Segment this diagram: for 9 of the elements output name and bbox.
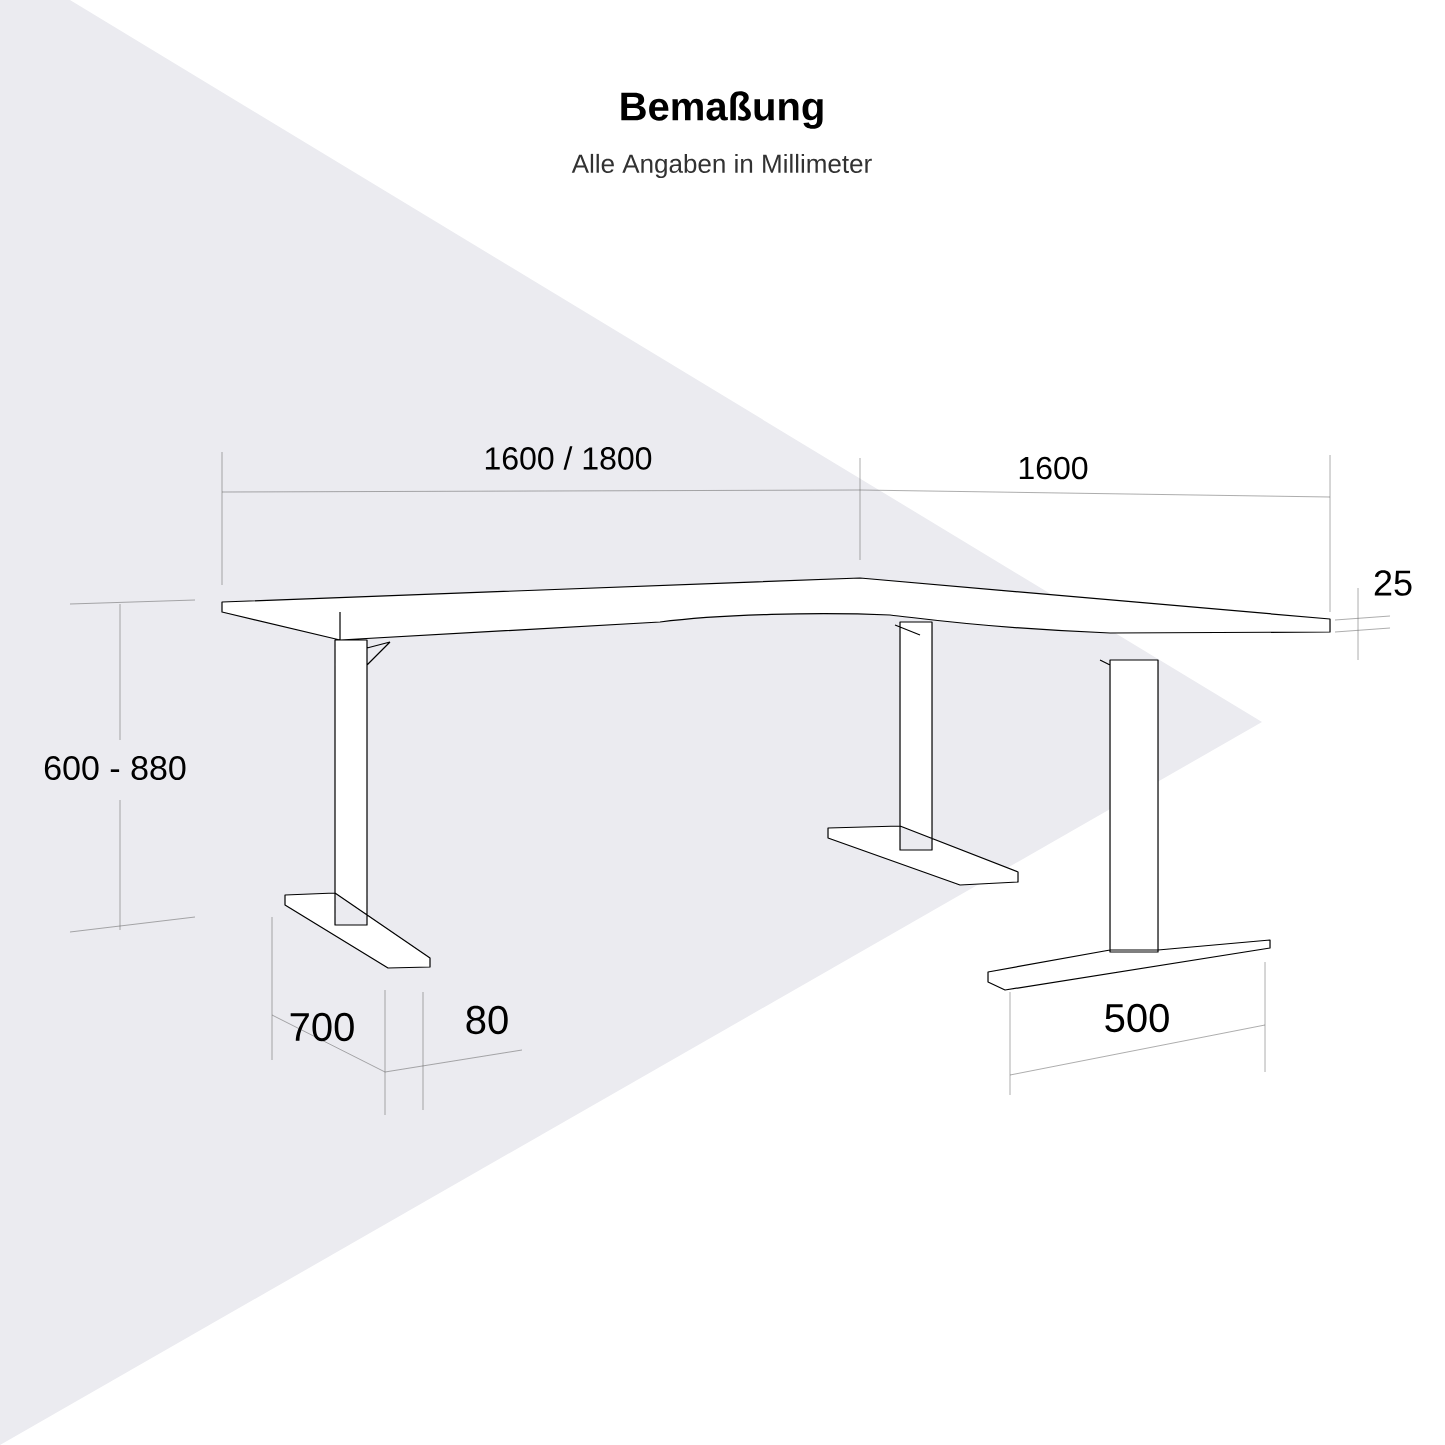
title: Bemaßung <box>621 91 823 129</box>
subtitle: Alle Angaben in Millimeter <box>571 153 872 179</box>
dimension-label: 500 <box>1105 1003 1169 1033</box>
dimension-label: 80 <box>466 1005 508 1035</box>
dimension-label: 1600 <box>1019 456 1088 480</box>
dimension-label: 25 <box>1374 570 1412 596</box>
dimension-label: 600 - 880 <box>44 755 186 781</box>
dimension-label: 1600 / 1800 <box>485 446 652 470</box>
dimension-label: 700 <box>290 1012 354 1042</box>
